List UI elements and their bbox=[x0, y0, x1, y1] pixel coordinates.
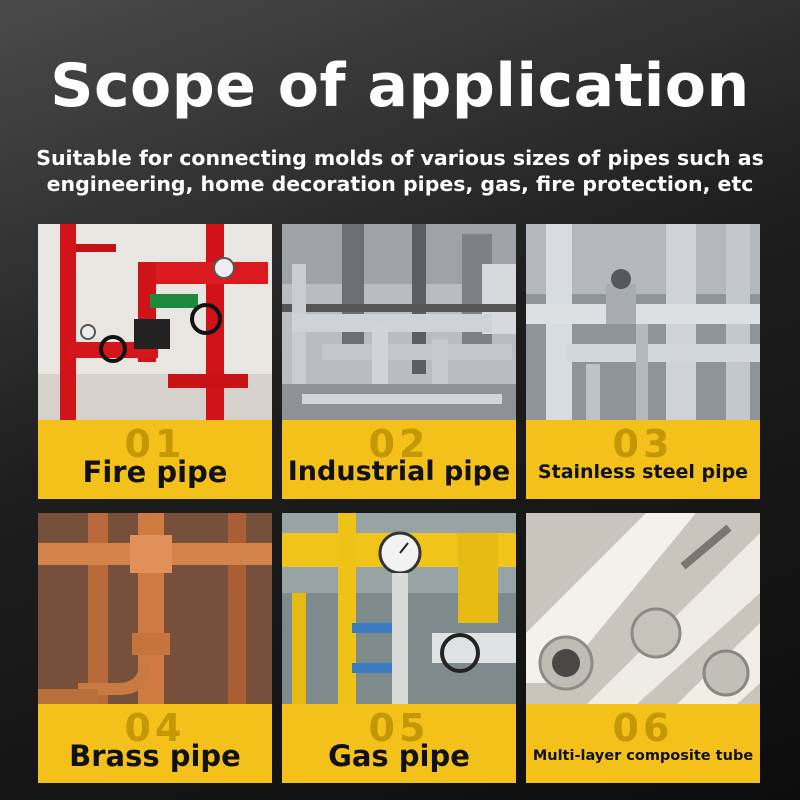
card-brass-pipe: 04 Brass pipe bbox=[38, 513, 272, 783]
card-label: Fire pipe bbox=[82, 455, 228, 489]
card-label-bar: 02 Industrial pipe bbox=[282, 420, 516, 499]
card-fire-pipe: 01 Fire pipe bbox=[38, 224, 272, 499]
stainless-steel-pipe-photo bbox=[526, 224, 760, 420]
card-label-bar: 01 Fire pipe bbox=[38, 420, 272, 499]
card-label-bar: 06 Multi-layer composite tube bbox=[526, 704, 760, 783]
card-number: 03 bbox=[612, 422, 674, 466]
card-industrial-pipe: 02 Industrial pipe bbox=[282, 224, 516, 499]
card-label-bar: 03 Stainless steel pipe bbox=[526, 420, 760, 499]
card-number: 06 bbox=[612, 706, 674, 750]
composite-tube-photo bbox=[526, 513, 760, 705]
card-label: Industrial pipe bbox=[287, 456, 511, 487]
card-number: 04 bbox=[124, 706, 186, 750]
card-label-bar: 04 Brass pipe bbox=[38, 704, 272, 783]
industrial-pipe-photo bbox=[282, 224, 516, 420]
card-number: 02 bbox=[368, 422, 430, 466]
card-composite-tube: 06 Multi-layer composite tube bbox=[526, 513, 760, 783]
card-number: 05 bbox=[368, 706, 430, 750]
brass-pipe-photo bbox=[38, 513, 272, 705]
card-label: Multi-layer composite tube bbox=[532, 748, 754, 764]
card-gas-pipe: 05 Gas pipe bbox=[282, 513, 516, 783]
application-grid: 01 Fire pipe 02 Industrial pipe bbox=[38, 224, 760, 783]
card-label: Brass pipe bbox=[69, 739, 241, 773]
subtitle-line-1: Suitable for connecting molds of various… bbox=[36, 146, 764, 170]
card-stainless-steel-pipe: 03 Stainless steel pipe bbox=[526, 224, 760, 499]
card-number: 01 bbox=[124, 422, 186, 466]
page-subtitle: Suitable for connecting molds of various… bbox=[0, 145, 800, 197]
fire-pipe-photo bbox=[38, 224, 272, 420]
card-label: Gas pipe bbox=[328, 739, 470, 773]
page-title: Scope of application bbox=[50, 51, 750, 121]
gas-pipe-photo bbox=[282, 513, 516, 705]
card-label: Stainless steel pipe bbox=[537, 461, 749, 483]
subtitle-line-2: engineering, home decoration pipes, gas,… bbox=[46, 172, 754, 196]
card-label-bar: 05 Gas pipe bbox=[282, 704, 516, 783]
